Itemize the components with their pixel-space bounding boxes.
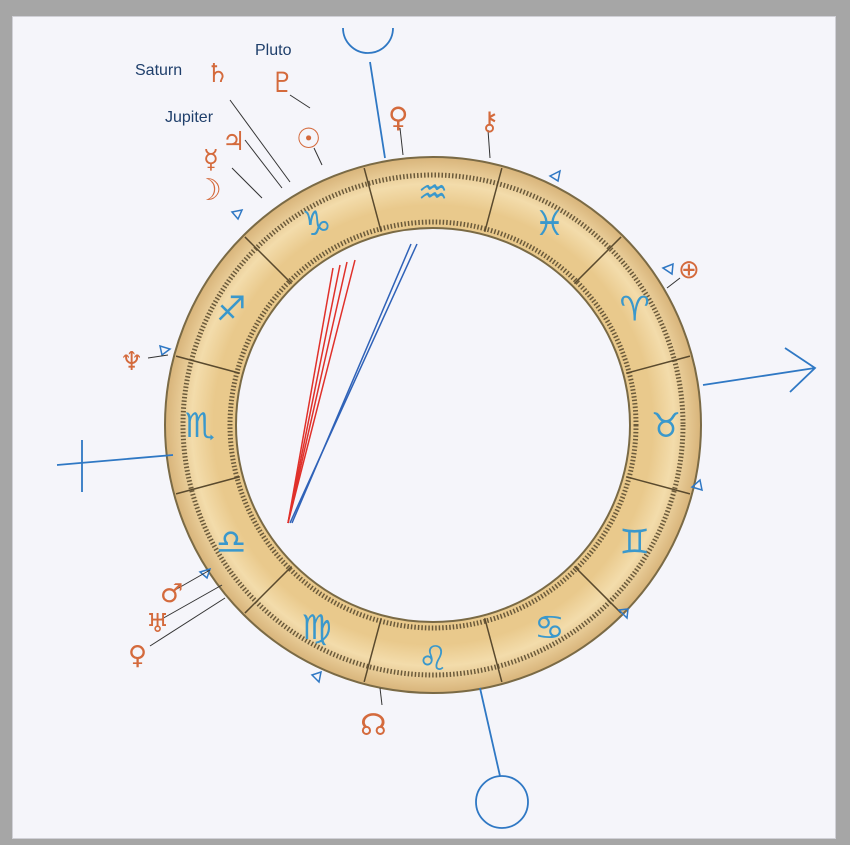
venus-icon: ♀ [128, 641, 147, 671]
planet-pointers [147, 94, 681, 706]
zodiac-sign-icon: ♑ [301, 204, 331, 244]
pluto-icon: ♇ [270, 66, 295, 99]
venus-top-icon: ♀ [388, 101, 409, 134]
zodiac-ring [164, 156, 702, 694]
sign-divider [363, 617, 382, 683]
cusp-marker-icon [198, 567, 212, 580]
pluto-pointer [289, 94, 311, 109]
asc-axis-line [56, 454, 174, 466]
zodiac-sign-icon: ♐ [216, 290, 246, 330]
zodiac-sign-icon: ♓ [534, 204, 564, 244]
cusp-marker-icon [617, 608, 629, 620]
sun-icon: ☉ [296, 122, 321, 155]
aspect-line-blue-2 [291, 243, 412, 524]
mercury-pointer [231, 167, 263, 199]
sign-divider [484, 617, 503, 683]
cusp-marker-icon [230, 208, 244, 221]
jupiter-icon: ♃ [222, 127, 245, 157]
cusp-marker-icon [548, 169, 562, 183]
zodiac-signs: ♑ ♐ ♏ ♎ ♍ ♌ ♋ ♊ ♉ ♈ ♓ ♒ [185, 173, 681, 679]
dsc-axis-line [702, 367, 816, 386]
north-node-icon: ☊ [360, 708, 387, 743]
aspect-line-red-3 [287, 264, 341, 524]
aspect-line-red-1 [287, 259, 356, 524]
dsc-arrow-icon [784, 347, 817, 393]
sign-divider [175, 355, 241, 374]
uranus-icon: ♅ [146, 609, 169, 639]
sun-pointer [313, 147, 323, 166]
jupiter-pointer [244, 139, 283, 189]
sign-divider [244, 236, 293, 285]
sign-divider [625, 355, 691, 374]
venus-pointer [149, 597, 226, 647]
mars-icon: ♂ [160, 579, 183, 609]
uranus-pointer [159, 584, 223, 621]
angle-axes [56, 27, 817, 829]
venus-top-pointer [399, 127, 404, 156]
mc-circle-icon [342, 27, 394, 54]
part-of-fortune-pointer [666, 277, 681, 289]
node-pointer [379, 687, 383, 706]
pluto-label: Pluto [255, 42, 292, 59]
aspect-lines [287, 243, 418, 524]
cusp-marker-icon [661, 262, 674, 276]
mc-axis-line [369, 61, 386, 159]
aspect-line-red-4 [287, 267, 334, 524]
moon-icon: ☽ [195, 173, 222, 208]
house-cusp-markers [158, 169, 703, 684]
zodiac-sign-icon: ♍ [301, 608, 331, 648]
zodiac-sign-icon: ♏ [185, 406, 215, 446]
sign-divider [363, 167, 382, 233]
aspect-line-red-2 [287, 261, 348, 524]
zodiac-sign-icon: ♋ [534, 608, 564, 648]
sign-divider [573, 236, 622, 285]
jupiter-label: Jupiter [165, 109, 214, 126]
saturn-icon: ♄ [206, 59, 229, 89]
sign-divider [244, 565, 293, 614]
zodiac-sign-icon: ♒ [418, 173, 448, 213]
zodiac-sign-icon: ♌ [418, 639, 448, 679]
uranus-top-pointer [487, 129, 491, 159]
zodiac-sign-icon: ♉ [651, 406, 681, 446]
sign-divider [175, 476, 241, 495]
ic-axis-line [479, 687, 501, 777]
cusp-marker-icon [690, 478, 703, 492]
zodiac-sign-icon: ♎ [216, 523, 246, 563]
sign-dividers [175, 167, 691, 683]
zodiac-sign-icon: ♊ [620, 523, 650, 563]
sign-divider [484, 167, 503, 233]
chiron-icon: ⚷ [480, 107, 499, 137]
zodiac-sign-icon: ♈ [620, 290, 650, 330]
sign-divider [625, 476, 691, 495]
saturn-pointer [229, 99, 291, 183]
mars-pointer [174, 569, 211, 591]
sign-divider [573, 565, 622, 614]
neptune-icon: ♆ [120, 347, 143, 377]
neptune-pointer [147, 354, 169, 359]
cusp-marker-icon [158, 344, 172, 357]
cusp-marker-icon [310, 670, 322, 684]
part-of-fortune-icon: ⊕ [678, 255, 700, 285]
saturn-label: Saturn [135, 62, 182, 79]
mercury-icon: ☿ [203, 145, 219, 175]
ic-circle-icon [475, 775, 529, 829]
